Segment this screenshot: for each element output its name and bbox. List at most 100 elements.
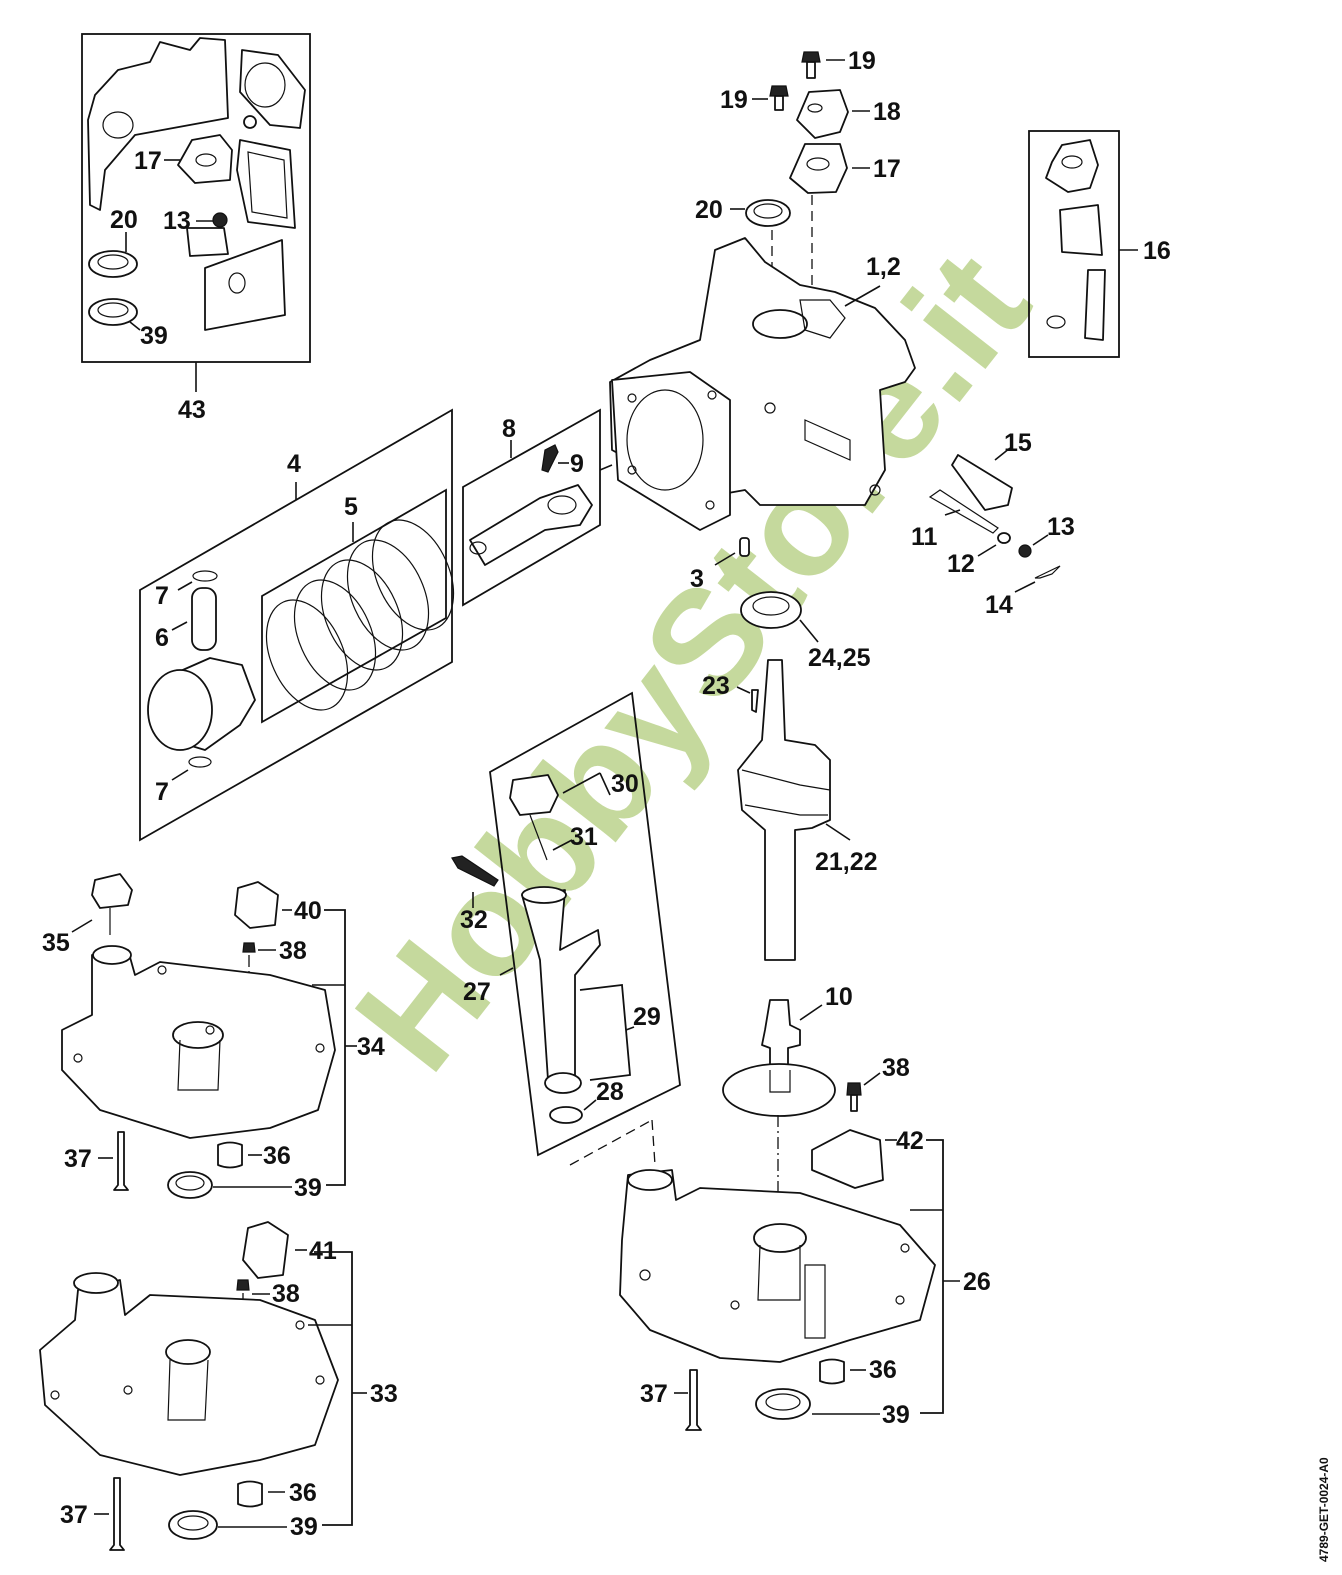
dowel-3 xyxy=(739,537,750,557)
head-gasket xyxy=(239,49,306,129)
cover-33 xyxy=(39,1279,339,1476)
label-10: 10 xyxy=(825,983,853,1011)
conrod-screw xyxy=(541,444,559,473)
cap-36-33 xyxy=(237,1480,263,1508)
cover-33-bracket xyxy=(314,1251,353,1526)
label-34: 34 xyxy=(357,1033,385,1061)
label-38-34: 38 xyxy=(279,937,307,965)
nut-13-link xyxy=(1018,544,1032,558)
oring-28 xyxy=(549,1106,583,1124)
label-16: 16 xyxy=(1143,237,1171,265)
label-39: 39 xyxy=(140,322,168,350)
label-24-25: 24,25 xyxy=(808,644,871,672)
oil-plug-35 xyxy=(91,873,133,909)
label-37-34: 37 xyxy=(64,1145,92,1173)
label-36-33: 36 xyxy=(289,1479,317,1507)
label-19-top: 19 xyxy=(848,47,876,75)
piston-rings xyxy=(265,519,455,711)
label-30: 30 xyxy=(611,770,639,798)
cover-26-bracket xyxy=(920,1139,944,1414)
label-20-top: 20 xyxy=(695,196,723,224)
label-23: 23 xyxy=(702,672,730,700)
cover-34-group: 35 40 38 34 37 36 39 xyxy=(42,873,385,1202)
small-seal xyxy=(243,115,257,129)
label-3: 3 xyxy=(690,565,704,593)
label-12: 12 xyxy=(947,550,975,578)
label-38-26: 38 xyxy=(882,1054,910,1082)
label-1-2: 1,2 xyxy=(866,253,901,281)
label-37-26: 37 xyxy=(640,1380,668,1408)
seal-39-33 xyxy=(168,1510,218,1540)
cap-36-34 xyxy=(217,1141,243,1169)
governor-42 xyxy=(811,1129,884,1189)
cover-gasket xyxy=(87,37,229,211)
label-42: 42 xyxy=(896,1127,924,1155)
cap-36-26 xyxy=(819,1358,845,1385)
piston-kit-box xyxy=(139,408,453,842)
screw-38-33 xyxy=(236,1279,250,1291)
label-18: 18 xyxy=(873,98,901,126)
dipstick-box xyxy=(489,691,681,1157)
label-39-26: 39 xyxy=(882,1401,910,1429)
tube-kit-box xyxy=(579,983,631,1081)
circlip-bottom xyxy=(188,756,212,768)
exhaust-gasket xyxy=(186,227,229,257)
label-11: 11 xyxy=(911,523,938,551)
label-36-26: 36 xyxy=(869,1356,897,1384)
label-29: 29 xyxy=(633,1003,661,1031)
governor-40 xyxy=(234,881,279,929)
label-39-34: 39 xyxy=(294,1174,322,1202)
cover-33-group: 41 38 33 37 36 39 xyxy=(39,1221,398,1551)
bolt-37-33 xyxy=(109,1477,125,1551)
dipstick-group: 30 31 32 27 29 28 xyxy=(451,691,681,1166)
gasket-kit-43: 17 13 20 39 43 xyxy=(81,33,311,424)
label-9: 9 xyxy=(570,450,584,478)
label-5: 5 xyxy=(344,493,358,521)
cover-26 xyxy=(619,1169,936,1363)
conrod xyxy=(469,484,593,566)
label-33: 33 xyxy=(370,1380,398,1408)
kit-16: 16 xyxy=(1028,130,1171,358)
label-15: 15 xyxy=(1004,429,1032,457)
kit-16-box xyxy=(1028,130,1120,358)
crankcase-bore xyxy=(752,309,808,339)
label-13-link: 13 xyxy=(1047,513,1075,541)
screw-38-34 xyxy=(242,942,256,953)
gasket-17 xyxy=(789,143,848,194)
label-7-bottom: 7 xyxy=(155,778,169,806)
label-37-33: 37 xyxy=(60,1501,88,1529)
piston-group-4: 4 5 7 6 7 xyxy=(139,408,455,842)
label-36-34: 36 xyxy=(263,1142,291,1170)
label-21-22: 21,22 xyxy=(815,848,878,876)
label-26: 26 xyxy=(963,1268,991,1296)
cylinder-flange xyxy=(611,371,731,531)
label-40: 40 xyxy=(294,897,322,925)
rod-11 xyxy=(928,489,999,534)
label-43: 43 xyxy=(178,396,206,424)
label-17-top: 17 xyxy=(873,155,901,183)
label-17: 17 xyxy=(134,147,162,175)
label-19-left: 19 xyxy=(720,86,748,114)
rod-15 xyxy=(951,454,1013,511)
washer-12 xyxy=(997,532,1011,544)
cover-18 xyxy=(796,89,849,139)
label-27: 27 xyxy=(463,978,491,1006)
crankshaft-group: 24,25 23 21,22 xyxy=(702,591,878,961)
conrod-8: 8 9 xyxy=(462,408,613,607)
key-23 xyxy=(751,689,759,713)
linkage-parts: 15 11 12 13 14 xyxy=(911,429,1075,619)
document-id-text: 4789-GET-0024-A0 xyxy=(1317,1457,1331,1562)
label-13: 13 xyxy=(163,207,191,235)
label-6: 6 xyxy=(155,624,169,652)
label-4: 4 xyxy=(287,450,301,478)
label-39-33: 39 xyxy=(290,1513,318,1541)
crankshaft xyxy=(737,659,831,961)
camshaft-10 xyxy=(761,999,801,1071)
bolt-37-34 xyxy=(113,1131,129,1191)
label-14: 14 xyxy=(985,591,1013,619)
label-31: 31 xyxy=(570,823,598,851)
screw-19-left xyxy=(769,85,789,97)
dipstick-cap-30 xyxy=(509,774,559,816)
label-8: 8 xyxy=(502,415,516,443)
